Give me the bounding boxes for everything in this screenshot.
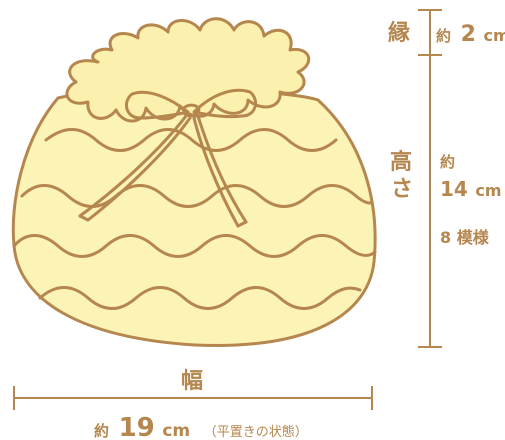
width-note: （平置きの状態） bbox=[204, 424, 308, 440]
ruffled-rim bbox=[65, 17, 311, 123]
bow-tail-right-a bbox=[192, 116, 240, 228]
height-label-top: 高 bbox=[390, 149, 412, 175]
bow-tail-right-b bbox=[196, 114, 248, 224]
rim-unit: cm bbox=[483, 26, 505, 45]
bow-tail-left-end bbox=[78, 214, 90, 222]
bow-ribbon bbox=[78, 88, 258, 228]
rim-measure: 約 2 cm bbox=[436, 22, 505, 47]
width-value: 19 bbox=[119, 413, 155, 440]
wave-line-2 bbox=[20, 184, 372, 208]
wavy-stripes bbox=[12, 128, 377, 310]
width-approx: 約 bbox=[94, 422, 109, 440]
height-dimension bbox=[418, 9, 442, 348]
height-value: 14 bbox=[440, 177, 468, 201]
height-unit: cm bbox=[475, 181, 501, 200]
width-label: 幅 bbox=[181, 369, 203, 394]
width-unit: cm bbox=[162, 421, 190, 440]
bow-loop-left bbox=[124, 90, 190, 120]
width-measure: 約 19 cm （平置きの状態） bbox=[94, 413, 308, 440]
height-measure: 14 cm bbox=[440, 177, 502, 201]
pouch-body bbox=[11, 88, 377, 347]
bow-tail-left-b bbox=[86, 116, 192, 222]
wave-line-1 bbox=[44, 128, 338, 152]
bow-tail-left-a bbox=[78, 114, 188, 218]
wave-line-3 bbox=[12, 234, 377, 258]
rim-approx: 約 bbox=[436, 27, 451, 45]
rim-label: 縁 bbox=[388, 20, 410, 46]
wave-line-4 bbox=[38, 286, 362, 310]
height-label-bottom: さ bbox=[391, 177, 413, 202]
bow-loop-right bbox=[192, 88, 258, 119]
rim-value: 2 bbox=[461, 22, 476, 47]
width-dimension bbox=[13, 386, 373, 410]
bow-tail-right-end bbox=[236, 220, 248, 228]
pattern-count-note: 8 模様 bbox=[440, 228, 490, 247]
height-approx: 約 bbox=[440, 153, 455, 171]
